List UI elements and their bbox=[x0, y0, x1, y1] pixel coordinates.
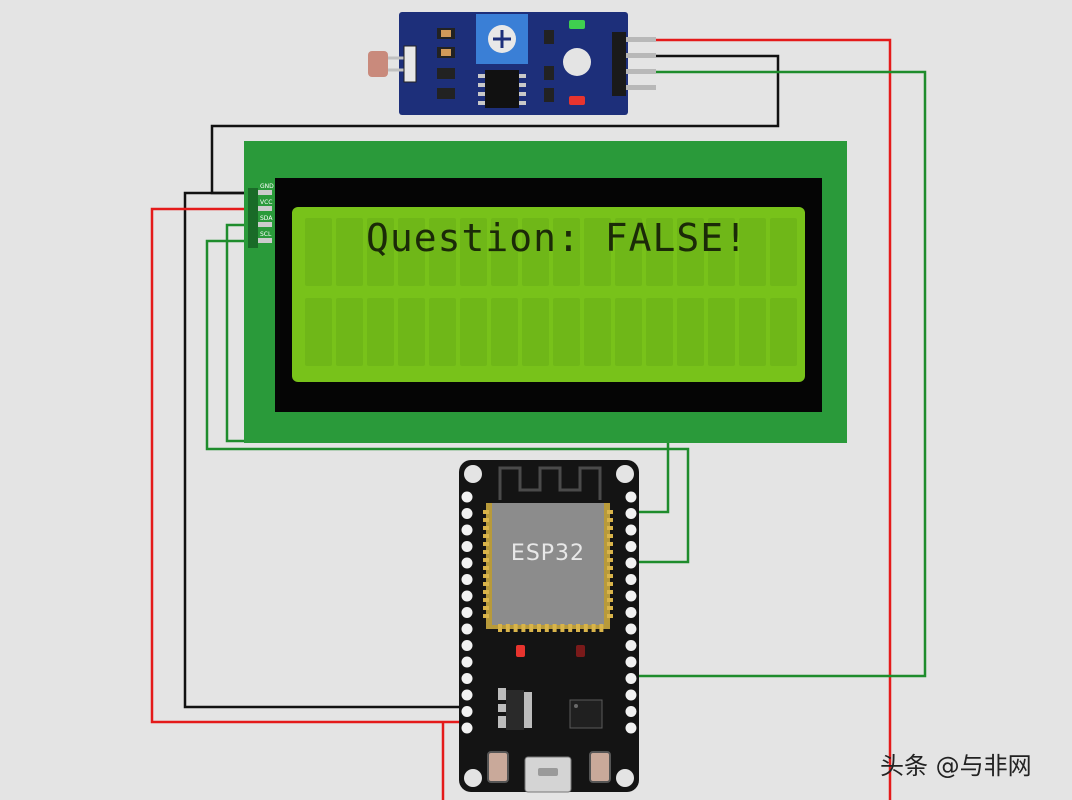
usb-uart-chip bbox=[569, 699, 603, 729]
lcd-pin-label-gnd: GND bbox=[260, 183, 274, 190]
lcd-module[interactable]: Question: FALSE! GND VCC SDA SCL bbox=[244, 141, 847, 443]
lcd-char-cell bbox=[398, 218, 425, 286]
wire-lcd-gnd-esp bbox=[183, 191, 465, 709]
lcd-char-cell bbox=[739, 218, 766, 286]
lcd-char-cell bbox=[305, 298, 332, 366]
lcd-char-cell bbox=[584, 298, 611, 366]
signal-led bbox=[569, 96, 585, 105]
lcd-char-cell bbox=[553, 298, 580, 366]
sensor-mount-hole bbox=[563, 48, 591, 76]
lcd-char-cell bbox=[646, 218, 673, 286]
lcd-char-cell bbox=[398, 298, 425, 366]
lcd-char-cell bbox=[460, 218, 487, 286]
sensor-ic bbox=[485, 70, 519, 108]
lcd-char-cell bbox=[367, 218, 394, 286]
esp32-pin-left[interactable] bbox=[461, 722, 473, 734]
lcd-char-cell bbox=[770, 298, 797, 366]
esp32-pin-left[interactable] bbox=[461, 557, 473, 569]
esp32-chip: ESP32 bbox=[483, 503, 613, 632]
voltage-regulator bbox=[498, 688, 532, 730]
esp32-pin-right[interactable] bbox=[625, 557, 637, 569]
lcd-char-cell bbox=[708, 218, 735, 286]
esp32-pin-left[interactable] bbox=[461, 524, 473, 536]
lcd-char-cell bbox=[770, 218, 797, 286]
lcd-pin-label-vcc: VCC bbox=[260, 199, 272, 206]
lcd-pin-label-scl: SCL bbox=[260, 231, 272, 238]
lcd-char-cell bbox=[615, 218, 642, 286]
lcd-char-cell bbox=[522, 218, 549, 286]
lcd-char-cell bbox=[708, 298, 735, 366]
lcd-char-cell bbox=[305, 218, 332, 286]
wires bbox=[150, 38, 927, 800]
esp32-pin-left[interactable] bbox=[461, 607, 473, 618]
lcd-char-cell bbox=[367, 298, 394, 366]
light-sensor-module[interactable] bbox=[368, 12, 656, 115]
esp32-pin-left[interactable] bbox=[461, 706, 473, 717]
lcd-i2c-header: GND VCC SDA SCL bbox=[248, 183, 274, 248]
lcd-char-cell bbox=[429, 218, 456, 286]
esp32-antenna bbox=[498, 466, 602, 500]
esp32-pin-left[interactable] bbox=[461, 689, 473, 701]
lcd-char-cell bbox=[336, 218, 363, 286]
esp32-pin-left[interactable] bbox=[461, 623, 473, 635]
power-led bbox=[569, 20, 585, 29]
lcd-char-cell bbox=[677, 218, 704, 286]
esp32-pin-right[interactable] bbox=[625, 491, 637, 503]
boot-button[interactable] bbox=[487, 751, 509, 783]
esp32-pin-left[interactable] bbox=[461, 640, 473, 651]
esp32-pin-headers bbox=[461, 491, 637, 734]
lcd-char-cell bbox=[491, 298, 518, 366]
esp32-pin-right[interactable] bbox=[625, 623, 637, 635]
esp32-pin-right[interactable] bbox=[625, 673, 637, 684]
lcd-text: Question: FALSE! bbox=[366, 216, 748, 260]
lcd-pin-label-sda: SDA bbox=[260, 215, 273, 222]
esp32-pin-right[interactable] bbox=[625, 656, 637, 668]
esp32-pin-right[interactable] bbox=[625, 607, 637, 618]
esp32-pin-right[interactable] bbox=[625, 508, 637, 519]
lcd-char-cell bbox=[429, 298, 456, 366]
lcd-char-cell bbox=[739, 298, 766, 366]
lcd-char-cell bbox=[491, 218, 518, 286]
esp32-board[interactable]: ESP32 bbox=[459, 460, 639, 793]
lcd-char-cell bbox=[460, 298, 487, 366]
esp32-pin-left[interactable] bbox=[461, 491, 473, 503]
esp32-pin-right[interactable] bbox=[625, 706, 637, 717]
lcd-char-grid bbox=[305, 218, 797, 366]
wire-sensor-out bbox=[630, 70, 927, 678]
lcd-char-cell bbox=[584, 218, 611, 286]
reset-button[interactable] bbox=[589, 751, 611, 783]
lcd-char-cell bbox=[677, 298, 704, 366]
esp32-pin-right[interactable] bbox=[625, 524, 637, 536]
esp32-pin-right[interactable] bbox=[625, 590, 637, 602]
esp32-power-led bbox=[516, 645, 525, 657]
esp32-pin-left[interactable] bbox=[461, 656, 473, 668]
lcd-char-cell bbox=[553, 218, 580, 286]
wire-lcd-scl bbox=[205, 239, 690, 564]
esp32-pin-right[interactable] bbox=[625, 722, 637, 734]
esp32-pin-left[interactable] bbox=[461, 541, 473, 552]
lcd-char-cell bbox=[336, 298, 363, 366]
esp32-pin-left[interactable] bbox=[461, 508, 473, 519]
esp32-pin-left[interactable] bbox=[461, 590, 473, 602]
sensor-header bbox=[612, 32, 656, 96]
esp32-pin-left[interactable] bbox=[461, 574, 473, 585]
photoresistor bbox=[368, 51, 388, 77]
wire-lcd-vcc bbox=[150, 207, 465, 724]
esp32-pin-right[interactable] bbox=[625, 689, 637, 701]
esp32-pin-right[interactable] bbox=[625, 640, 637, 651]
esp32-pin-right[interactable] bbox=[625, 541, 637, 552]
lcd-char-cell bbox=[522, 298, 549, 366]
esp32-pin-right[interactable] bbox=[625, 574, 637, 585]
lcd-char-cell bbox=[615, 298, 642, 366]
watermark-text: 头条 @与非网 bbox=[880, 752, 1032, 780]
wire-sensor-vcc bbox=[655, 38, 892, 800]
esp32-pin-left[interactable] bbox=[461, 673, 473, 684]
lcd-char-cell bbox=[646, 298, 673, 366]
esp32-chip-label: ESP32 bbox=[511, 541, 585, 566]
